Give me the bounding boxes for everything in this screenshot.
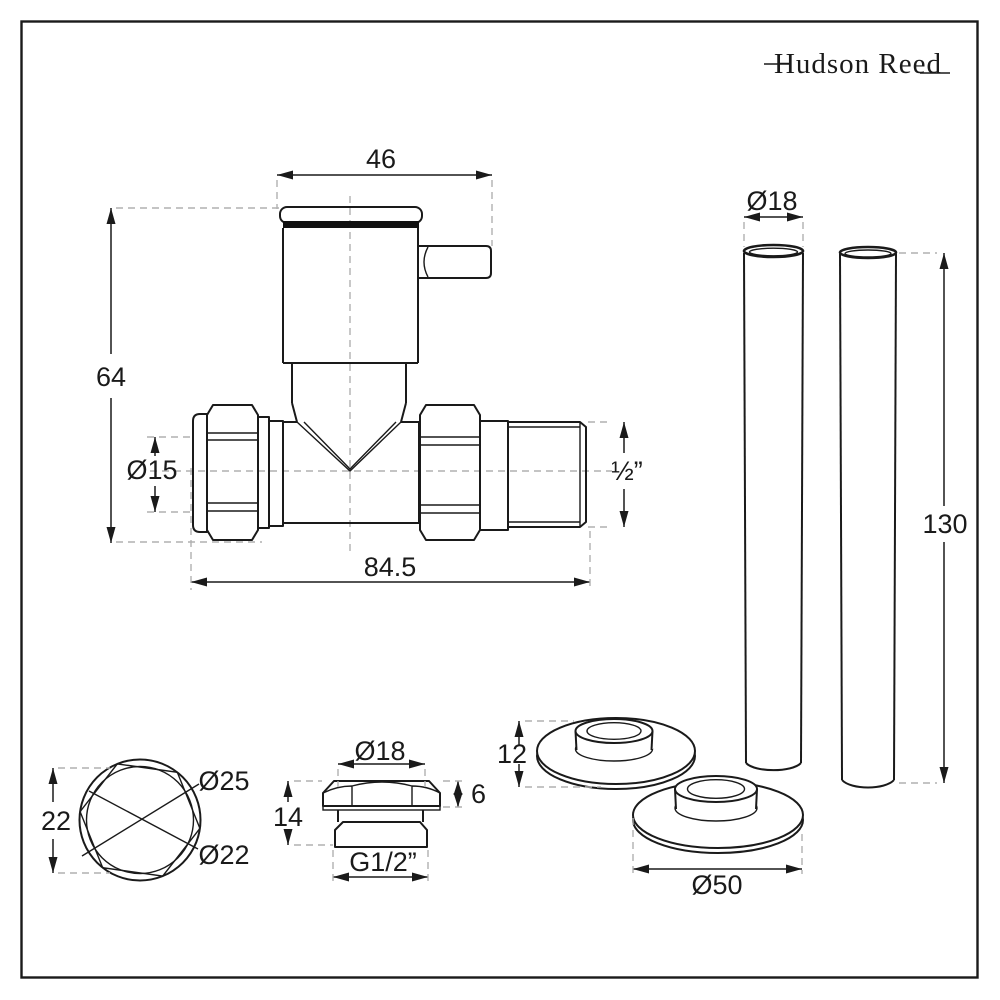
valve-v-groove <box>296 421 402 472</box>
dim-valve-outlet-thread: ½” <box>611 456 643 486</box>
valve-body <box>282 421 420 524</box>
pipe-pair <box>742 243 898 789</box>
pipe-left-top-rim <box>742 243 805 259</box>
nut-end-view: 22 Ø25 Ø22 <box>41 758 250 882</box>
valve-right-nut <box>419 404 481 541</box>
valve-thread-outline <box>507 421 587 528</box>
page-border <box>20 20 979 979</box>
dim-pipe-diameter: Ø18 <box>746 186 797 216</box>
dim-collar-height: 12 <box>497 739 527 769</box>
pipe-left-bottom <box>745 762 802 772</box>
pipe-dimensions: Ø18 130 <box>743 186 968 784</box>
valve-cap <box>279 206 423 224</box>
valve-left-nut-facets <box>207 432 258 512</box>
valve-cap-band <box>283 221 419 228</box>
dim-collar-diameter: Ø50 <box>691 870 742 900</box>
dim-valve-overall-length: 84.5 <box>364 552 417 582</box>
valve-left-ring-1 <box>257 416 270 529</box>
valve-left-ring-2 <box>268 420 284 527</box>
dim-plug-total-height: 14 <box>273 802 303 832</box>
valve-handle-root-arc <box>423 246 429 278</box>
dim-plug-head-height: 6 <box>471 779 486 809</box>
valve-right-ring <box>479 420 509 531</box>
brand-logo: Hudson Reed <box>764 48 950 80</box>
collar2-hole <box>686 779 746 800</box>
nut-outer-circle <box>78 758 202 882</box>
brand-logo-text: Hudson Reed <box>774 48 942 80</box>
valve-head-body <box>282 228 419 364</box>
dim-nut-outer-diameter: Ø25 <box>198 766 249 796</box>
radiator-valve-front-view <box>192 206 587 541</box>
dim-valve-inlet-diameter: Ø15 <box>126 455 177 485</box>
valve-dimensions: 46 64 Ø15 ½” 84.5 <box>96 144 643 590</box>
valve-inlet-endcap <box>192 413 208 533</box>
leader-inner-diameter <box>88 790 199 850</box>
leader-outer-diameter <box>81 783 200 857</box>
dim-plug-head-diameter: Ø18 <box>354 736 405 766</box>
collar1-hole <box>586 722 642 741</box>
nut-hexagon <box>79 763 201 877</box>
valve-handle <box>419 245 492 279</box>
plug-head-facets <box>322 781 441 806</box>
blanking-plug: Ø18 6 14 G1/2” <box>273 736 486 882</box>
valve-neck <box>291 363 407 423</box>
dim-valve-head-width: 46 <box>366 144 396 174</box>
valve-centerlines <box>150 196 612 552</box>
plug-head-outline <box>322 780 441 807</box>
pipe-right-top-rim <box>838 245 898 260</box>
plug-flange <box>322 805 441 811</box>
pipe-right-bottom <box>841 779 895 789</box>
plug-neck <box>337 810 424 822</box>
pipe-collars: 12 Ø50 <box>497 717 804 900</box>
plug-thread-outline <box>334 821 428 848</box>
dim-valve-height: 64 <box>96 362 126 392</box>
dim-pipe-length: 130 <box>922 509 967 539</box>
valve-right-nut-facets <box>420 436 480 514</box>
dim-nut-across-flats: 22 <box>41 806 71 836</box>
valve-thread-lines <box>508 422 581 527</box>
dim-nut-inner-diameter: Ø22 <box>198 840 249 870</box>
valve-left-nut <box>206 404 259 541</box>
dim-plug-thread: G1/2” <box>349 847 417 877</box>
